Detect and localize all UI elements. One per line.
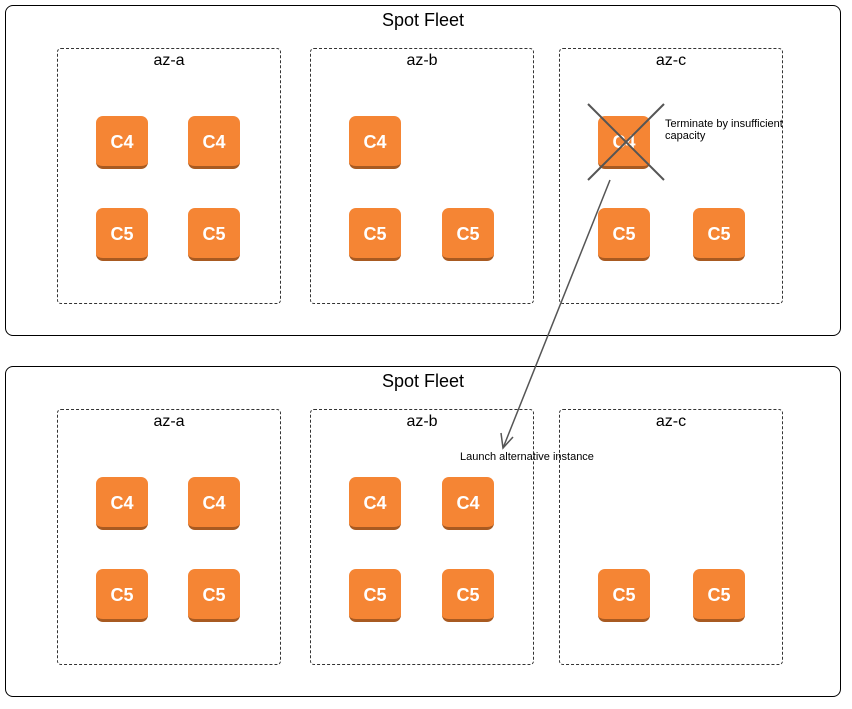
availability-zone-az-b: az-b: [310, 409, 534, 665]
instance-c5: C5: [349, 569, 401, 622]
zone-label: az-b: [406, 413, 438, 430]
availability-zone-az-a: az-a: [57, 409, 281, 665]
instance-c5: C5: [598, 208, 650, 261]
zone-label: az-c: [655, 52, 687, 69]
instance-c5: C5: [442, 569, 494, 622]
zone-label: az-a: [153, 413, 185, 430]
launch-note: Launch alternative instance: [460, 451, 594, 463]
terminate-note: Terminate by insufficient capacity: [665, 118, 783, 142]
instance-c5: C5: [598, 569, 650, 622]
spot-fleet-title: Spot Fleet: [381, 10, 465, 30]
instance-c4: C4: [349, 116, 401, 169]
instance-c4-terminated: C4: [598, 116, 650, 169]
spot-fleet-title: Spot Fleet: [381, 371, 465, 391]
instance-c4: C4: [96, 116, 148, 169]
availability-zone-az-c: az-c: [559, 48, 783, 304]
instance-c5: C5: [188, 208, 240, 261]
instance-c4: C4: [96, 477, 148, 530]
availability-zone-az-c: az-c: [559, 409, 783, 665]
zone-label: az-c: [655, 413, 687, 430]
instance-c5: C5: [349, 208, 401, 261]
instance-c5: C5: [442, 208, 494, 261]
instance-c5: C5: [693, 569, 745, 622]
instance-c4: C4: [349, 477, 401, 530]
spot-fleet-after: Spot Fleet: [5, 366, 841, 697]
instance-c5: C5: [693, 208, 745, 261]
instance-c5: C5: [96, 569, 148, 622]
instance-c5: C5: [96, 208, 148, 261]
instance-c4: C4: [188, 477, 240, 530]
instance-c5: C5: [188, 569, 240, 622]
availability-zone-az-b: az-b: [310, 48, 534, 304]
zone-label: az-a: [153, 52, 185, 69]
availability-zone-az-a: az-a: [57, 48, 281, 304]
spot-fleet-before: Spot Fleet: [5, 5, 841, 336]
instance-c4-launched: C4: [442, 477, 494, 530]
zone-label: az-b: [406, 52, 438, 69]
instance-c4: C4: [188, 116, 240, 169]
